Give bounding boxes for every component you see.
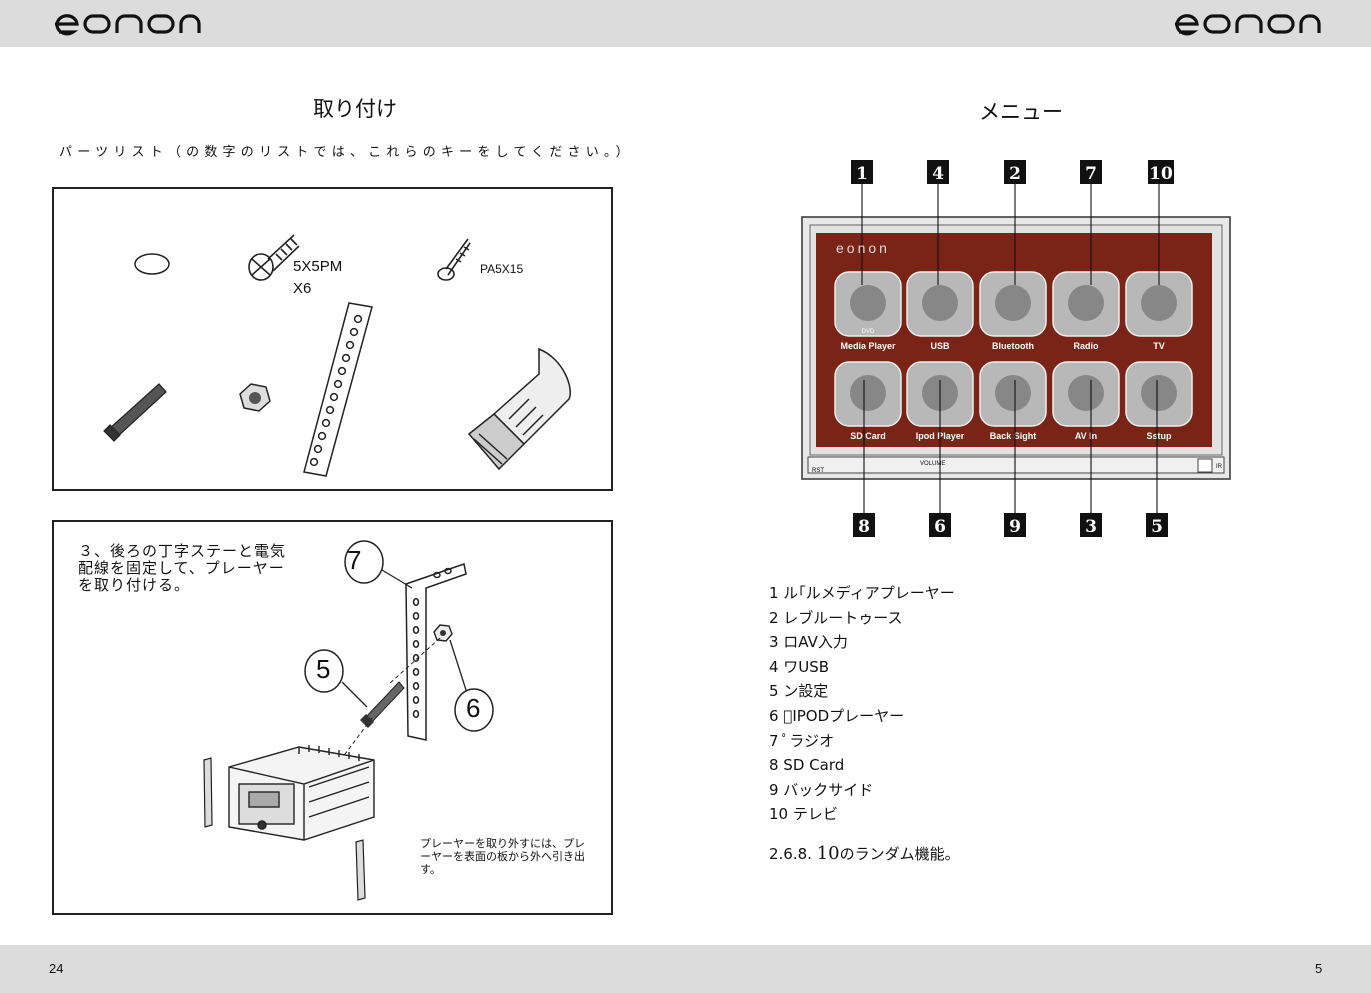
menu-icon: Radio: [1052, 271, 1120, 351]
menu-icon-label: AV In: [1075, 431, 1097, 441]
menu-item: 5 ン設定: [769, 682, 829, 701]
note-number: 10: [816, 843, 840, 864]
menu-item-list: 1 ル｢ルメディアプレーヤー 2 レブルートゥース 3 ロAV入力 4 ワUSB…: [769, 581, 955, 827]
callout-number: 6: [934, 517, 946, 537]
callout-number: 5: [1151, 517, 1163, 537]
callout-box-bottom: 3: [1080, 513, 1102, 537]
callout-number: 2: [1009, 164, 1021, 184]
screen-brand: eonon: [836, 240, 890, 256]
callout-number: 8: [858, 517, 870, 537]
callout-7-label: 7: [347, 545, 362, 575]
callout-box-top: 4: [927, 160, 949, 184]
screw-label-1: 5X5PM: [293, 258, 343, 275]
parts-illustration: [103, 234, 571, 477]
menu-icon: Bluetooth: [979, 271, 1047, 351]
nut-part: [239, 383, 271, 412]
callout-number: 7: [1085, 164, 1097, 184]
parts-list-intro: パーツリスト（の数字のリストでは、これらのキーをしてください。）: [59, 145, 634, 160]
install-illustration: [203, 540, 494, 901]
menu-title: メニュー: [979, 100, 1063, 124]
side-plate-right: [355, 839, 366, 901]
parts-box: [52, 187, 613, 491]
callout-box-bottom: 9: [1004, 513, 1026, 537]
wire-harness-part: [467, 347, 571, 471]
menu-icon: Sstup: [1125, 361, 1193, 441]
callout-box-bottom: 6: [929, 513, 951, 537]
menu-item: 3 ロAV入力: [769, 633, 848, 652]
ir-label: IR: [1216, 464, 1222, 470]
menu-icon-label: SD Card: [850, 431, 886, 441]
note-prefix: 2.6.8.: [769, 845, 817, 863]
menu-icon-label: Media Player: [840, 341, 896, 351]
bolt-detail: [360, 681, 405, 728]
menu-icon-label: TV: [1153, 341, 1165, 351]
menu-item: 2 レブルートゥース: [769, 608, 903, 627]
menu-icon-label: USB: [930, 341, 950, 351]
callout-box-bottom: 8: [853, 513, 875, 537]
player-unit: [228, 745, 375, 841]
menu-item: 1 ル｢ルメディアプレーヤー: [769, 584, 955, 602]
screw-qty-label: X6: [293, 280, 312, 297]
menu-item: 8 SD Card: [769, 756, 845, 775]
t-bracket: [405, 563, 467, 741]
control-strip: [807, 456, 1225, 474]
callout-box-top: 10: [1148, 160, 1174, 184]
menu-icon: AV In: [1052, 361, 1120, 441]
install-box: [52, 520, 613, 915]
screw-part-1: [248, 234, 300, 281]
callout-number: 1: [856, 164, 868, 184]
callout-5-label: 5: [316, 654, 331, 684]
menu-item: 6 ﾞIPODプレーヤー: [769, 706, 905, 725]
nut-detail: [433, 624, 453, 642]
callout-6-label: 6: [466, 693, 481, 723]
menu-item: 10 テレビ: [769, 805, 838, 824]
callout-box-top: 2: [1004, 160, 1026, 184]
callout-number: 3: [1085, 517, 1097, 537]
menu-item: 7 ﾟラジオ: [769, 731, 835, 750]
install-step-text: ３、後ろの丁字ステーと電気配線を固定して、プレーヤーを取り付ける。: [78, 542, 287, 594]
menu-item: 9 バックサイド: [769, 780, 874, 799]
ir-window: [1197, 458, 1213, 473]
menu-icon: TV: [1125, 271, 1193, 351]
rst-label: RST: [812, 468, 824, 474]
page-number-right: 5: [1315, 961, 1323, 976]
side-plate-left: [203, 757, 213, 828]
callout-box-top: 7: [1080, 160, 1102, 184]
menu-item: 4 ワUSB: [769, 657, 830, 676]
footer-band: [0, 945, 1371, 993]
ring-part: [134, 253, 170, 275]
note-suffix: のランダム機能。: [839, 845, 960, 863]
menu-icon: SD Card: [834, 361, 902, 441]
callout-box-bottom: 5: [1146, 513, 1168, 537]
header-band: [0, 0, 1371, 47]
page-number-left: 24: [49, 961, 64, 976]
callout-5: [304, 649, 344, 693]
brand-logo-left: [55, 14, 201, 36]
callout-number: 9: [1009, 517, 1021, 537]
menu-icon: Media Player: [834, 271, 902, 351]
volume-label: VOLUME: [920, 461, 946, 467]
menu-icon-label: Bluetooth: [992, 341, 1034, 351]
screw-part-2: [437, 238, 471, 281]
menu-icon: Back Sight: [979, 361, 1047, 441]
callout-6: [454, 688, 494, 732]
callout-number: 4: [932, 164, 944, 184]
screw2-label: PA5X15: [480, 262, 524, 276]
install-title: 取り付け: [313, 97, 397, 121]
menu-icon-label: Radio: [1073, 341, 1099, 351]
callout-number: 10: [1149, 164, 1173, 184]
removal-note: プレーヤーを取り外すには、プレーヤーを表面の板から外へ引き出す。: [420, 837, 585, 876]
dvd-label: DVD: [862, 329, 875, 335]
brand-logo-right: [1175, 14, 1321, 36]
bolt-part: [103, 383, 167, 442]
menu-icon: USB: [906, 271, 974, 351]
callout-7: [344, 540, 384, 584]
menu-icon-label: Back Sight: [990, 431, 1037, 441]
random-function-note: 2.6.8. 10のランダム機能。: [769, 843, 960, 864]
menu-icon-label: Sstup: [1146, 431, 1172, 441]
callout-box-top: 1: [851, 160, 873, 184]
strap-part: [303, 302, 373, 477]
